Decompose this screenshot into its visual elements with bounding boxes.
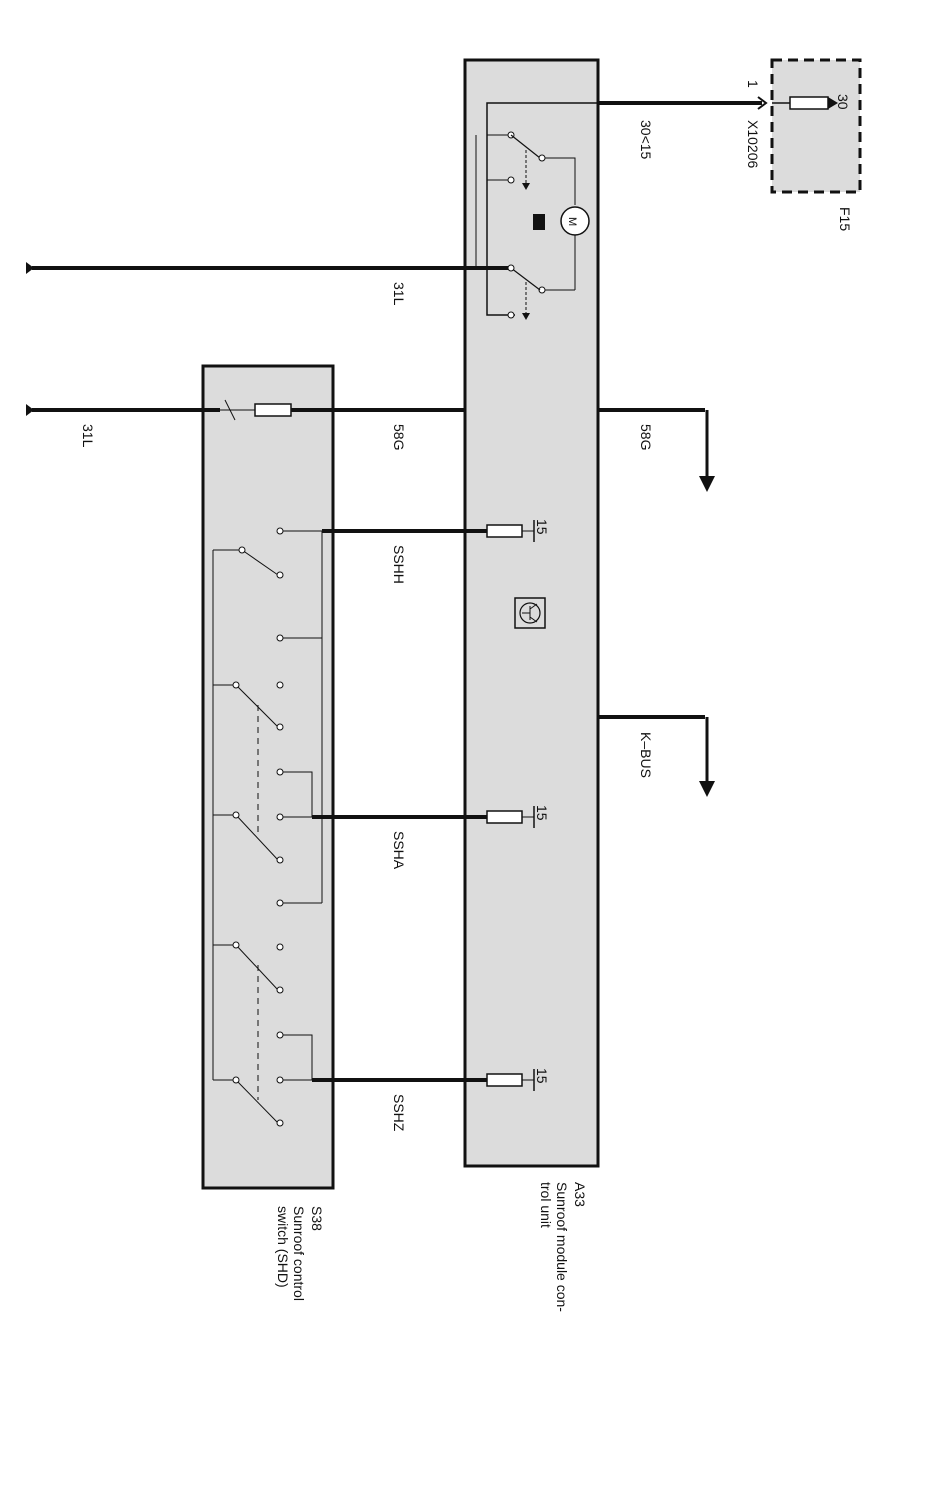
fuse-id-label: F15 xyxy=(837,207,853,231)
switch-box xyxy=(201,364,335,1190)
pin-label: 1 xyxy=(745,80,761,88)
switch-id: S38 xyxy=(309,1206,325,1231)
supply-wire xyxy=(486,96,838,316)
sshh-label: SSHH xyxy=(391,545,407,584)
control-unit-id: A33 xyxy=(572,1182,588,1207)
ssha-label: SSHA xyxy=(391,831,407,870)
ground-wire-left xyxy=(26,399,465,421)
lighting-right-label: 58G xyxy=(638,424,654,450)
kbus-label: K–BUS xyxy=(638,732,654,778)
sshz-label: SSHZ xyxy=(391,1094,407,1132)
ground-wire-top xyxy=(26,262,508,274)
switch-name-2: switch (SHD) xyxy=(275,1206,291,1288)
hall-sensor-icon xyxy=(533,214,545,230)
motor-relay-circuit: M xyxy=(475,131,590,320)
lighting-wire-right xyxy=(598,408,715,492)
lighting-left-label: 58G xyxy=(391,424,407,450)
switch-contacts xyxy=(212,527,323,1127)
signal-wires xyxy=(312,520,535,1091)
transistor-icon xyxy=(514,597,546,629)
terminal-15-label-3: 15 xyxy=(534,1068,550,1084)
fuse-terminal-label: 30 xyxy=(835,94,851,110)
terminal-15-label-2: 15 xyxy=(534,805,550,821)
svg-text:M: M xyxy=(566,217,578,226)
terminal-15-label-1: 15 xyxy=(534,519,550,535)
connector-label: X10206 xyxy=(745,120,761,168)
fuse-icon xyxy=(789,96,829,110)
kbus-wire xyxy=(598,715,715,797)
ground-left-label: 31L xyxy=(80,424,96,448)
control-unit-name-2: trol unit xyxy=(538,1182,554,1228)
supply-wire-label: 30<15 xyxy=(638,120,654,160)
switch-name-1: Sunroof control xyxy=(291,1206,307,1301)
ground-top-label: 31L xyxy=(391,282,407,306)
control-unit-name-1: Sunroof module con- xyxy=(554,1182,570,1312)
fuse-box xyxy=(770,58,862,194)
